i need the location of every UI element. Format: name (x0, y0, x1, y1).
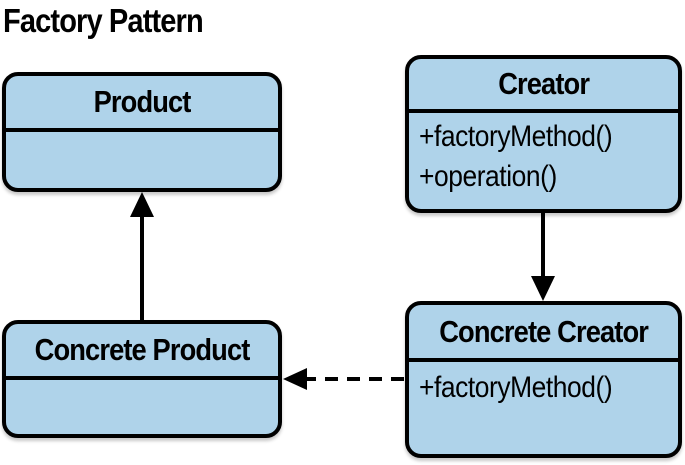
inheritance-arrow-concrete-product-to-product (130, 192, 154, 322)
class-header-product: Product (6, 76, 278, 132)
diagram-title: Factory Pattern (3, 2, 230, 40)
class-body-concrete-product (6, 380, 278, 434)
dependency-arrow-concrete-creator-to-concrete-product (283, 368, 404, 390)
association-arrow-creator-to-concrete-creator (531, 211, 555, 301)
class-name: Concrete Product (34, 332, 251, 367)
class-header-creator: Creator (409, 59, 678, 113)
class-name: Product (93, 84, 192, 119)
class-header-concrete-product: Concrete Product (6, 324, 278, 380)
class-name: Creator (498, 66, 590, 101)
method-entry: +operation() (419, 160, 557, 193)
class-box-concrete-creator: Concrete Creator +factoryMethod() (405, 301, 682, 458)
class-name: Concrete Creator (439, 313, 649, 349)
class-header-concrete-creator: Concrete Creator (409, 305, 678, 362)
class-body-concrete-creator: +factoryMethod() (409, 362, 678, 454)
class-box-product: Product (2, 72, 282, 192)
method-entry: +factoryMethod() (419, 120, 613, 153)
method-entry: +factoryMethod() (419, 371, 613, 404)
diagram-title-text: Factory Pattern (3, 2, 204, 39)
class-body-creator: +factoryMethod() +operation() (409, 113, 678, 209)
class-box-creator: Creator +factoryMethod() +operation() (405, 55, 682, 213)
class-body-product (6, 132, 278, 188)
class-box-concrete-product: Concrete Product (2, 320, 282, 438)
